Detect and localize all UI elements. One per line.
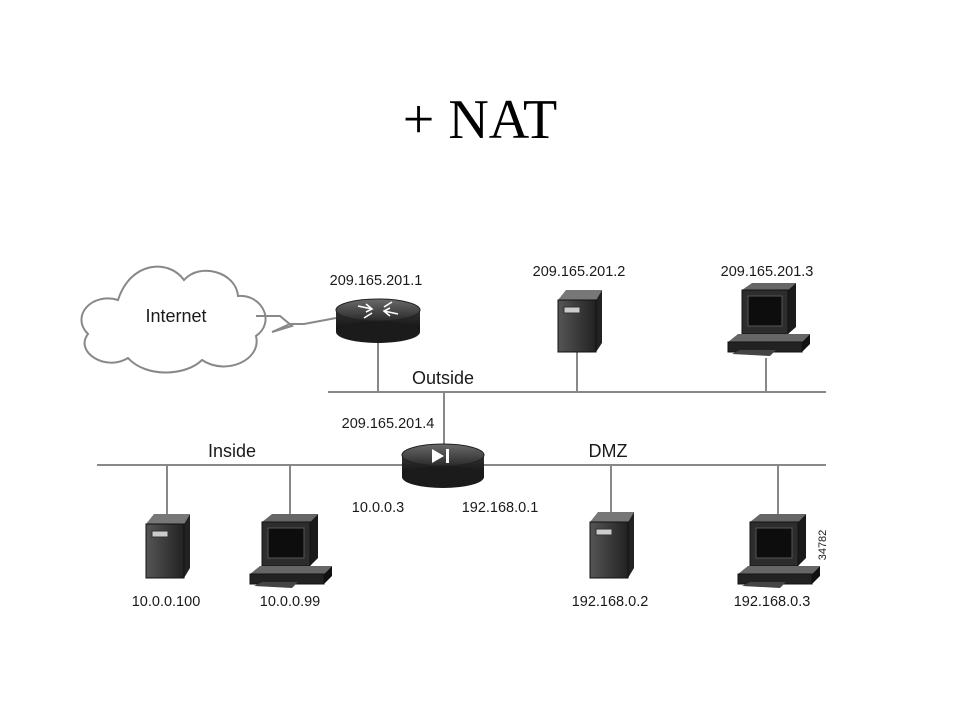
- inside-server-icon: [145, 514, 190, 579]
- dmz-server-ip-label: 192.168.0.2: [572, 594, 649, 610]
- outside-server-icon: [557, 290, 602, 353]
- inside-workstation-ip-label: 10.0.0.99: [260, 594, 320, 610]
- internet-cloud: Internet: [80, 265, 267, 374]
- firewall-outside-ip-label: 209.165.201.4: [342, 416, 435, 432]
- router-ip-label: 209.165.201.1: [330, 273, 423, 289]
- inside-segment-label: Inside: [208, 441, 256, 461]
- slide-title: + NAT: [402, 89, 558, 151]
- outside-workstation-ip-label: 209.165.201.3: [721, 264, 814, 280]
- inside-server-ip-label: 10.0.0.100: [132, 594, 201, 610]
- dmz-segment-label: DMZ: [589, 441, 628, 461]
- dmz-workstation-icon: [737, 514, 820, 588]
- dmz-workstation-ip-label: 192.168.0.3: [734, 594, 811, 610]
- outside-workstation-icon: [727, 283, 810, 356]
- firewall-icon: [401, 443, 485, 488]
- dmz-server-icon: [589, 512, 634, 579]
- firewall-dmz-ip-label: 192.168.0.1: [462, 500, 539, 516]
- inside-workstation-icon: [249, 514, 332, 588]
- outside-server-ip-label: 209.165.201.2: [533, 264, 626, 280]
- outside-segment-label: Outside: [412, 368, 474, 388]
- serial-link: [256, 315, 337, 333]
- firewall-inside-ip-label: 10.0.0.3: [352, 500, 404, 516]
- cloud-label: Internet: [145, 306, 206, 326]
- router-icon: [335, 298, 421, 343]
- figure-number: 34782: [817, 530, 829, 561]
